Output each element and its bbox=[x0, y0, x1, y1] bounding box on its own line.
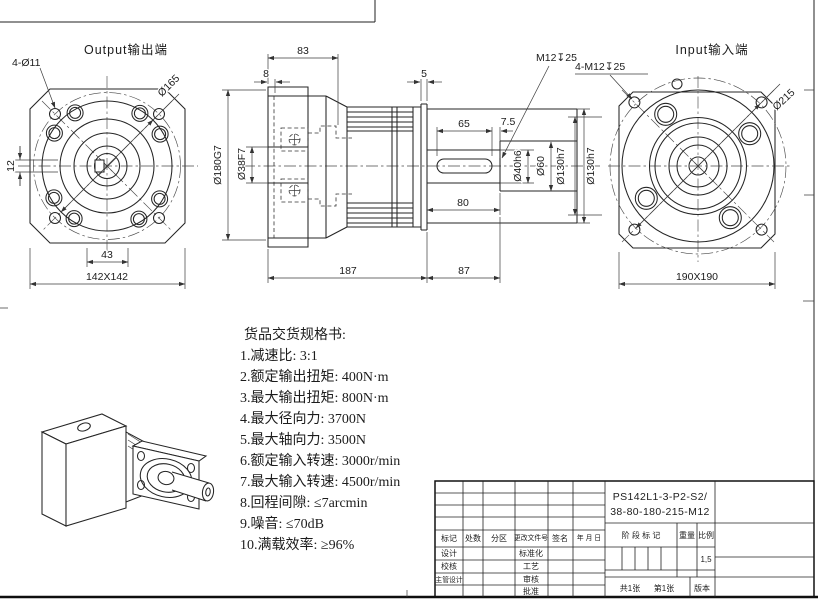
output-holes-label: 4-Ø11 bbox=[12, 57, 41, 69]
spec-item: 3.最大输出扭矩: 800N·m bbox=[240, 390, 389, 406]
tb-design: 设计 bbox=[441, 548, 457, 558]
output-key-dim: 12 bbox=[5, 160, 17, 172]
input-view-title: Input输入端 bbox=[675, 42, 748, 57]
dim-7-5: 7.5 bbox=[501, 116, 516, 128]
input-holes-label: 4-M12↧25 bbox=[575, 61, 625, 73]
side-view: 83 8 5 M12↧25 65 7.5 Ø40h6 Ø60 Ø130h7 80… bbox=[211, 44, 600, 283]
input-view-geometry bbox=[608, 76, 792, 262]
dim-8: 8 bbox=[263, 68, 269, 80]
plug-hole bbox=[671, 78, 683, 90]
spec-item: 6.额定输入转速: 3000r/min bbox=[240, 453, 400, 469]
spec-item: 4.最大径向力: 3700N bbox=[240, 411, 366, 427]
dim-flange-pilot: Ø180G7 bbox=[212, 145, 224, 185]
output-square-dim: 142X142 bbox=[86, 271, 128, 283]
tb-approve: 批准 bbox=[523, 586, 539, 596]
dim-187: 187 bbox=[339, 265, 357, 277]
tb-zone: 分区 bbox=[491, 534, 507, 543]
title-block: 标记 处数 分区 更改文件号 签名 年 月 日 设计 校核 主管设计 标准化 工… bbox=[434, 480, 815, 598]
tb-process: 工艺 bbox=[523, 562, 539, 571]
side-view-geometry bbox=[243, 86, 600, 248]
tb-stage: 阶 段 标 记 bbox=[622, 530, 661, 540]
spec-item: 8.回程间隙: ≤7arcmin bbox=[240, 495, 367, 511]
output-view-dimensions: 4-Ø11 Ø165 12 43 142X142 bbox=[4, 56, 186, 289]
dim-65: 65 bbox=[458, 118, 470, 130]
part-number-line1: PS142L1-3-P2-S2/ bbox=[613, 491, 708, 503]
dim-5: 5 bbox=[421, 68, 427, 80]
tb-sign: 签名 bbox=[552, 533, 568, 543]
input-corner-holes bbox=[628, 96, 768, 236]
tb-sheet-total: 共1张 bbox=[620, 584, 640, 593]
tb-scale-value: 1,5 bbox=[700, 555, 712, 564]
spec-item: 7.最大输入转速: 4500r/min bbox=[240, 474, 400, 490]
part-number-line2: 38-80-180-215-M12 bbox=[610, 506, 710, 518]
spec-item: 1.减速比: 3:1 bbox=[240, 348, 318, 364]
tap-label: M12↧25 bbox=[536, 52, 577, 64]
tb-version: 版本 bbox=[694, 583, 710, 593]
spec-item: 2.额定输出扭矩: 400N·m bbox=[240, 369, 389, 385]
spec-list: 货品交货规格书: 1.减速比: 3:1 2.额定输出扭矩: 400N·m 3.最… bbox=[240, 326, 400, 553]
tb-date: 年 月 日 bbox=[577, 533, 601, 542]
output-43-dim: 43 bbox=[101, 249, 113, 261]
output-view: 4-Ø11 Ø165 12 43 142X142 Output输出端 bbox=[4, 42, 198, 289]
dim-87: 87 bbox=[458, 265, 470, 277]
dim-80: 80 bbox=[457, 197, 469, 209]
tb-check: 校核 bbox=[441, 561, 457, 571]
output-view-geometry bbox=[18, 76, 198, 260]
output-view-title: Output输出端 bbox=[84, 42, 168, 57]
tb-scale: 比例 bbox=[698, 530, 714, 540]
spec-title: 货品交货规格书: bbox=[244, 326, 346, 343]
tb-mark: 标记 bbox=[441, 533, 457, 543]
dim-pilot-side: Ø130h7 bbox=[585, 147, 597, 185]
tb-weight: 重量 bbox=[679, 530, 695, 540]
dim-83: 83 bbox=[297, 45, 309, 57]
isometric-view bbox=[40, 413, 215, 527]
input-square-dim: 190X190 bbox=[676, 271, 718, 283]
input-pilot-dim: Ø130h7 bbox=[555, 147, 567, 185]
spec-item: 9.噪音: ≤70dB bbox=[240, 515, 324, 532]
spec-item: 10.满载效率: ≥96% bbox=[240, 536, 355, 553]
dim-shaft: Ø40h6 bbox=[512, 150, 524, 182]
tb-standard: 标准化 bbox=[519, 548, 543, 558]
output-corner-holes bbox=[48, 107, 166, 225]
tb-doc-no: 更改文件号 bbox=[514, 533, 548, 542]
input-bolt-circle-dim: Ø215 bbox=[770, 87, 797, 113]
tb-sheet-no: 第1张 bbox=[654, 583, 674, 593]
side-view-dimensions: 83 8 5 M12↧25 65 7.5 Ø40h6 Ø60 Ø130h7 80… bbox=[211, 44, 598, 283]
dim-output-bore: Ø38F7 bbox=[236, 148, 248, 180]
tb-audit: 审核 bbox=[523, 574, 539, 584]
spec-item: 5.最大轴向力: 3500N bbox=[240, 432, 366, 448]
tb-chief: 主管设计 bbox=[435, 575, 462, 584]
dim-bore: Ø60 bbox=[535, 156, 547, 176]
tb-count: 处数 bbox=[465, 533, 481, 543]
title-block-text: 标记 处数 分区 更改文件号 签名 年 月 日 设计 校核 主管设计 标准化 工… bbox=[435, 491, 714, 596]
